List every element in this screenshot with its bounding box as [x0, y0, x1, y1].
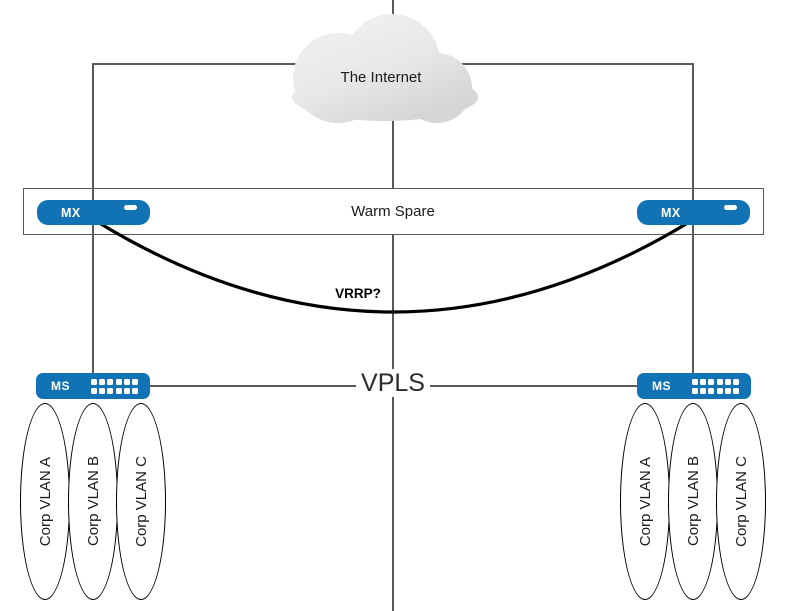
- vlan-ellipse-right-a: Corp VLAN A: [620, 403, 670, 600]
- vlan-label: Corp VLAN A: [636, 456, 654, 547]
- mx-left-label: MX: [61, 205, 81, 220]
- vrrp-link-curve: [94, 219, 693, 314]
- vlan-ellipse-right-b: Corp VLAN B: [668, 403, 718, 600]
- ms-left-label: MS: [51, 379, 70, 393]
- vlan-label: Corp VLAN C: [732, 456, 750, 547]
- vlan-label: Corp VLAN B: [84, 456, 102, 547]
- vlan-label: Corp VLAN B: [684, 456, 702, 547]
- vlan-ellipse-right-c: Corp VLAN C: [716, 403, 766, 600]
- ms-right-label: MS: [652, 379, 671, 393]
- vlan-label: Corp VLAN C: [132, 456, 150, 547]
- vlan-label: Corp VLAN A: [36, 456, 54, 547]
- vlan-ellipse-left-a: Corp VLAN A: [20, 403, 70, 600]
- ms-switch-left: MS: [36, 373, 150, 399]
- ms-switch-right: MS: [637, 373, 751, 399]
- switch-ports-icon: [91, 379, 138, 394]
- switch-ports-icon: [692, 379, 739, 394]
- mx-appliance-left: MX: [37, 200, 150, 225]
- internet-cloud-icon: [292, 14, 478, 123]
- vrrp-label: VRRP?: [335, 286, 381, 301]
- mx-right-label: MX: [661, 205, 681, 220]
- vpls-label-text: VPLS: [356, 369, 430, 397]
- led-dash-icon: [724, 205, 737, 210]
- internet-label: The Internet: [340, 69, 422, 86]
- vlan-ellipse-left-b: Corp VLAN B: [68, 403, 118, 600]
- warm-spare-label: Warm Spare: [351, 202, 435, 220]
- vlan-ellipse-left-c: Corp VLAN C: [116, 403, 166, 600]
- vpls-label: VPLS: [333, 369, 453, 398]
- mx-appliance-right: MX: [637, 200, 750, 225]
- led-dash-icon: [124, 205, 137, 210]
